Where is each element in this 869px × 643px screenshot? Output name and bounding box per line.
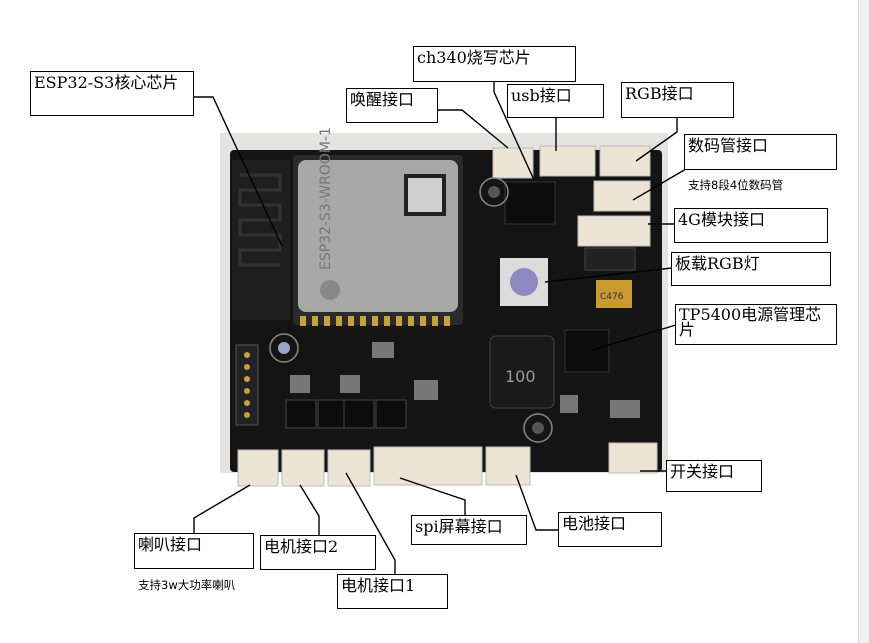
- label-switch-port: 开关接口: [666, 460, 762, 492]
- label-tp5400-line2: 片: [679, 320, 696, 339]
- note-speaker: 支持3w大功率喇叭: [138, 578, 236, 592]
- tp5400-chip: [564, 329, 610, 373]
- label-battery: 电池接口: [558, 512, 662, 547]
- svg-text:100: 100: [505, 367, 536, 386]
- module-pads: [300, 316, 450, 326]
- label-4g-module: 4G模块接口: [674, 208, 828, 243]
- label-motor1: 电机接口1: [337, 574, 448, 609]
- svg-text:C476: C476: [600, 292, 624, 302]
- leader-lines: [193, 82, 687, 575]
- label-motor2: 电机接口2: [260, 535, 376, 570]
- inductor: [489, 335, 555, 409]
- bottom-connectors: [237, 446, 531, 487]
- label-rgb-port: RGB接口: [621, 82, 734, 118]
- label-usb-port: usb接口: [507, 84, 604, 118]
- label-segment-port: 数码管接口: [684, 134, 837, 170]
- label-ch340: ch340烧写芯片: [413, 46, 576, 82]
- module-silk: ESP32-S3-WROOM-1: [318, 127, 334, 270]
- diode: [584, 247, 636, 271]
- label-esp32: ESP32-S3核心芯片: [30, 71, 194, 116]
- label-tp5400: TP5400电源管理芯 片: [675, 304, 837, 345]
- label-wake-port: 唤醒接口: [346, 88, 438, 123]
- antenna-area: [232, 160, 290, 320]
- label-tp5400-line1: TP5400电源管理芯: [679, 305, 822, 324]
- note-segment: 支持8段4位数码管: [688, 178, 784, 192]
- document-scrollbar[interactable]: [858, 0, 869, 643]
- tantalum-capacitor: [596, 280, 632, 308]
- label-speaker-port: 喇叭接口: [134, 533, 254, 569]
- ch340-chip: [504, 181, 556, 225]
- label-onboard-rgb: 板载RGB灯: [671, 252, 831, 286]
- label-spi-screen: spi屏幕接口: [411, 515, 527, 545]
- esp32-module: ESP32-S3-WROOM-1: [293, 127, 463, 325]
- header-pins: [235, 344, 259, 426]
